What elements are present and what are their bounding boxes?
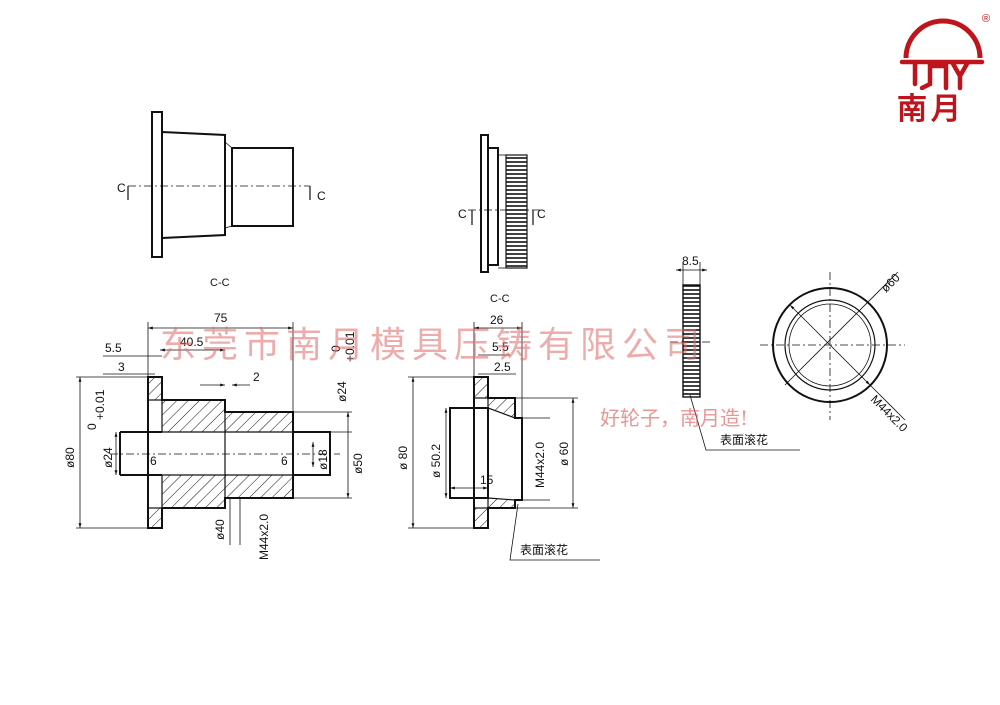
dim-bore-6-left: 6 [150, 454, 157, 468]
hatch-lower [161, 474, 294, 509]
tol-right: +0.01 [343, 331, 357, 362]
dim-width-8-5: 8.5 [682, 254, 699, 268]
watermark-slogan: 好轮子，南月造! [600, 406, 748, 430]
watermark-company: 东莞市南月模具压铸有限公司 [160, 325, 706, 366]
dim-flange-5-5: 5.5 [105, 341, 122, 355]
dim-dia-60: ø 60 [557, 442, 571, 466]
dim-hub-length: 40.5 [180, 335, 204, 349]
dim-flange-2-5: 2.5 [494, 360, 511, 374]
hatch-flange-bottom [147, 507, 163, 529]
dim-flange-3: 3 [118, 360, 125, 374]
dim-dia-24-left: ø24 [101, 447, 115, 468]
section-label-middle: C-C [490, 293, 510, 305]
section-letter-right: C [537, 207, 546, 221]
logo-text: 南月 [897, 92, 965, 127]
dim-thread-left: M44x2.0 [257, 514, 271, 560]
dim-dia-50-2: ø 50.2 [429, 444, 443, 478]
dim-dia-24-right: ø24 [335, 381, 349, 402]
hatch-upper [161, 399, 294, 433]
logo-arch-icon [903, 18, 983, 59]
hatch-flange-bottom [473, 507, 489, 529]
dim-width-26: 26 [490, 313, 504, 327]
middle-section-drawing: 26 5.5 2.5 ø 80 ø 50.2 15 M44x2.0 ø 60 表… [396, 313, 600, 561]
left-side-view: C C C-C [117, 111, 326, 289]
registered-mark: ® [982, 13, 990, 25]
dim-flange-5-5: 5.5 [492, 340, 509, 354]
dim-thread-right: M44x2.0 [868, 392, 911, 435]
dim-dia-18: ø18 [316, 449, 330, 470]
section-label-left: C-C [210, 277, 230, 289]
middle-side-view: C C C-C [458, 134, 546, 305]
knurl-note-right: 表面滚花 [720, 432, 768, 447]
company-logo: 南月 ® [897, 13, 990, 127]
dim-dia-80: ø 80 [396, 446, 410, 470]
dim-dia-50: ø50 [351, 453, 365, 474]
section-letter-left: C [117, 181, 126, 195]
tol-right-zero: 0 [329, 345, 343, 352]
hatch-rim-top [487, 397, 516, 419]
section-letter-right: C [317, 189, 326, 203]
knurled-band [505, 154, 528, 269]
dim-overall-length: 75 [214, 311, 228, 325]
logo-monogram-icon [899, 59, 985, 91]
tol-left-zero: 0 [85, 423, 99, 430]
dim-thread-middle: M44x2.0 [533, 442, 547, 488]
dim-length-15: 15 [480, 473, 494, 487]
hatch-rim-bottom [487, 497, 516, 509]
dim-bore-6-right: 6 [281, 454, 288, 468]
knurled-ring-side [682, 284, 701, 398]
section-letter-left: C [458, 207, 467, 221]
dim-step-2: 2 [253, 370, 260, 384]
tol-left: +0.01 [93, 389, 107, 420]
hatch-flange-top [473, 376, 489, 399]
dim-dia-40: ø40 [213, 519, 227, 540]
left-section-drawing: 75 40.5 5.5 3 2 ø80 ø24 +0.01 0 6 6 ø18 … [63, 311, 365, 560]
knurl-note-middle: 表面滚花 [520, 542, 568, 557]
hatch-flange-top [147, 376, 163, 401]
dim-dia-80: ø80 [63, 447, 77, 468]
dim-dia-60-right: ø60 [878, 270, 903, 295]
